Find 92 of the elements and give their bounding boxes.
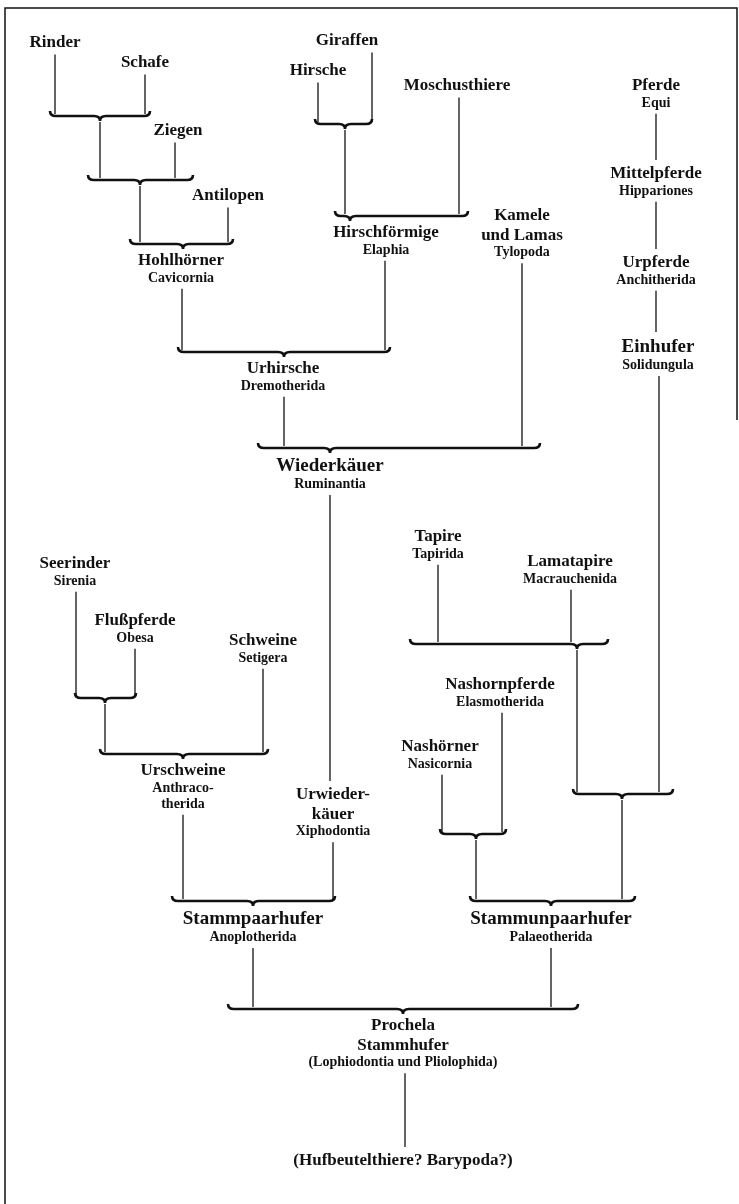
- branch-line: [99, 121, 101, 179]
- latin-taxon-name: Setigera: [238, 649, 288, 666]
- brace: [410, 638, 608, 650]
- taxon-name: Nashornpferde: [445, 674, 555, 694]
- taxon-name: Wiederkäuer: [276, 454, 384, 476]
- brace: [88, 174, 193, 186]
- taxon-name: Stammhufer: [357, 1034, 449, 1055]
- taxon-name: Prochela: [371, 1015, 435, 1035]
- branch-line: [404, 1072, 406, 1148]
- branch-line: [521, 262, 523, 447]
- taxon-name: Nashörner: [401, 736, 479, 756]
- latin-taxon-name: Hippariones: [619, 182, 693, 199]
- taxon-name: Urpferde: [622, 252, 690, 272]
- latin-taxon-name: Solidungula: [622, 356, 694, 373]
- latin-taxon-name: Tapirida: [412, 545, 464, 562]
- taxon-name: Hohlhörner: [138, 250, 224, 270]
- branch-line: [182, 814, 184, 900]
- branch-line: [437, 564, 439, 643]
- taxon-name: Lamatapire: [527, 551, 613, 571]
- branch-line: [550, 947, 552, 1008]
- latin-taxon-name: Ruminantia: [294, 475, 366, 492]
- taxon-name: Pferde: [631, 75, 681, 95]
- latin-taxon-name: Elaphia: [362, 241, 410, 258]
- branch-line: [576, 649, 578, 793]
- taxon-name: Seerinder: [39, 553, 111, 573]
- taxon-name: Hirsche: [289, 60, 347, 80]
- latin-taxon-name: Dremotherida: [240, 377, 326, 394]
- brace: [50, 110, 150, 122]
- taxon-name: Stammunpaarhufer: [470, 907, 632, 929]
- taxon-name: Flußpferde: [94, 610, 176, 630]
- latin-taxon-name: Sirenia: [53, 572, 97, 589]
- branch-line: [475, 839, 477, 900]
- branch-line: [441, 774, 443, 833]
- latin-taxon-name: Anoplotherida: [209, 928, 297, 945]
- latin-taxon-name: Elasmotherida: [456, 693, 544, 710]
- branch-line: [75, 591, 77, 697]
- taxon-name: Einhufer: [621, 335, 695, 357]
- taxon-name: Tapire: [414, 526, 462, 546]
- taxon-name: Giraffen: [315, 30, 379, 50]
- brace: [440, 828, 506, 840]
- branch-line: [134, 648, 136, 697]
- brace: [75, 692, 136, 704]
- branch-line: [54, 53, 56, 115]
- taxon-name: Mittelpferde: [610, 163, 702, 183]
- branch-line: [252, 947, 254, 1008]
- latin-taxon-name: Anchitherida: [616, 271, 696, 288]
- branch-line: [570, 589, 572, 643]
- branch-line: [283, 396, 285, 447]
- taxon-name: Urhirsche: [246, 358, 320, 378]
- branch-line: [104, 703, 106, 753]
- branch-line: [458, 96, 460, 215]
- taxon-name: Hirschförmige: [333, 222, 439, 242]
- latin-taxon-name: Macrauchenida: [522, 570, 618, 587]
- latin-taxon-name: Xiphodontia: [295, 823, 371, 840]
- taxon-name: Urwieder- käuer: [295, 784, 371, 824]
- branch-line: [144, 73, 146, 115]
- brace: [315, 118, 372, 130]
- branch-line: [655, 113, 657, 161]
- branch-line: [317, 81, 319, 123]
- taxon-name: (Hufbeutelthiere? Barypoda?): [293, 1150, 513, 1170]
- branch-line: [621, 799, 623, 900]
- taxon-name: Schweine: [229, 630, 297, 650]
- taxon-name: Ziegen: [153, 120, 203, 140]
- branch-line: [658, 375, 660, 793]
- branch-line: [181, 288, 183, 351]
- branch-line: [139, 185, 141, 243]
- branch-line: [501, 712, 503, 833]
- taxon-name: Stammpaarhufer: [182, 907, 324, 929]
- branch-line: [329, 494, 331, 782]
- branch-line: [262, 668, 264, 753]
- brace: [573, 788, 673, 800]
- latin-taxon-name: Equi: [641, 94, 671, 111]
- latin-taxon-name: Tylopoda: [494, 244, 550, 261]
- latin-taxon-name: Obesa: [116, 629, 154, 646]
- branch-line: [227, 206, 229, 243]
- taxon-name: Moschusthiere: [403, 75, 511, 95]
- latin-taxon-name: Anthraco- therida: [151, 779, 215, 812]
- branch-line: [174, 141, 176, 179]
- latin-taxon-name: (Lophiodontia und Pliolophida): [308, 1054, 498, 1071]
- branch-line: [384, 260, 386, 351]
- latin-taxon-name: Palaeotherida: [509, 928, 593, 945]
- latin-taxon-name: Nasicornia: [407, 755, 473, 772]
- latin-taxon-name: Cavicornia: [147, 269, 215, 286]
- branch-line: [655, 201, 657, 250]
- taxon-name: Antilopen: [192, 185, 264, 205]
- branch-line: [344, 129, 346, 215]
- taxon-name: Rinder: [29, 32, 81, 52]
- taxon-name: Kamele und Lamas: [480, 205, 564, 245]
- branch-line: [332, 841, 334, 900]
- taxon-name: Urschweine: [140, 760, 226, 780]
- taxon-name: Schafe: [120, 52, 170, 72]
- branch-line: [655, 290, 657, 333]
